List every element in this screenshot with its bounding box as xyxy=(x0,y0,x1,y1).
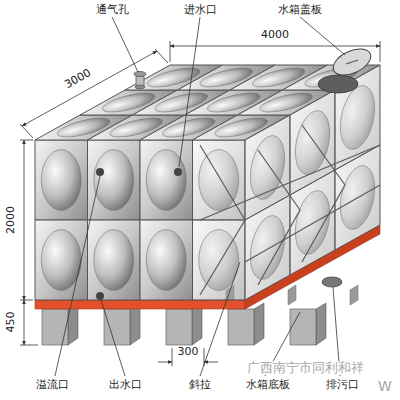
outlet-port xyxy=(96,292,104,300)
part-label: 通气孔 xyxy=(95,4,130,16)
leader-lines xyxy=(55,17,345,376)
dimension-label: 2000 xyxy=(5,205,17,235)
dimension-label: 450 xyxy=(5,311,17,334)
vent-pipe xyxy=(134,72,146,90)
part-label: 排污口 xyxy=(325,379,360,391)
tank-panel xyxy=(35,140,88,220)
tank-panel xyxy=(193,220,246,300)
overflow-port xyxy=(96,168,104,176)
part-label: 溢流口 xyxy=(35,379,70,391)
tank-panel xyxy=(193,140,246,220)
tank-panel xyxy=(88,220,141,300)
drain-port xyxy=(322,277,342,287)
part-label: 水箱底板 xyxy=(245,379,291,391)
inlet-port xyxy=(174,168,182,176)
dimension-label: 4000 xyxy=(260,29,290,41)
brace-rods xyxy=(200,125,380,295)
tank-panel xyxy=(140,140,193,220)
manhole-cover xyxy=(318,44,375,93)
tank-panel xyxy=(88,140,141,220)
tank-panel xyxy=(35,220,88,300)
tank-panel xyxy=(140,220,193,300)
dimension-label: 3000 xyxy=(62,66,94,91)
part-label: 出水口 xyxy=(108,379,143,391)
part-label: 水箱盖板 xyxy=(277,4,323,16)
base-strip xyxy=(35,300,245,309)
dimension-label: 300 xyxy=(177,346,200,358)
tank-panel xyxy=(245,195,290,300)
watermark: 广西南宁市同利和祥 xyxy=(246,361,365,375)
part-label: 斜拉 xyxy=(188,379,212,391)
part-label: 进水口 xyxy=(183,4,218,16)
tank-panels xyxy=(35,65,380,300)
dimension-lines xyxy=(20,41,380,366)
watermark: W xyxy=(377,379,393,394)
tank-panel xyxy=(290,170,335,275)
